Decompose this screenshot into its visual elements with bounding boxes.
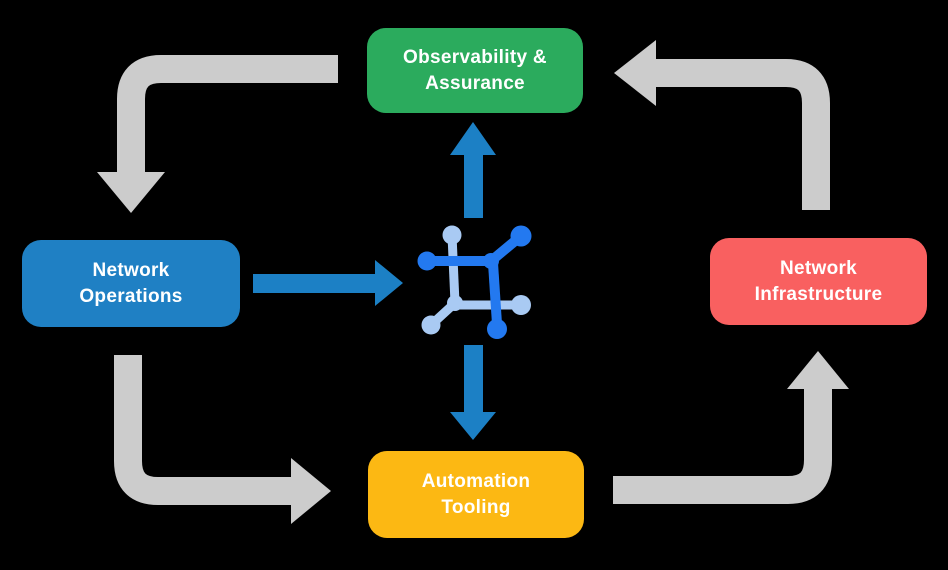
icon-node-light xyxy=(447,295,463,311)
node-network-operations: Network Operations xyxy=(22,240,240,327)
icon-node-dark xyxy=(417,251,437,271)
icon-edge-dark xyxy=(488,262,502,325)
flow-arrow-observability-to-operations xyxy=(97,55,338,213)
arrow-center-to-automation xyxy=(450,345,496,440)
node-automation-tooling: Automation Tooling xyxy=(368,451,584,538)
icon-node-light xyxy=(421,315,441,335)
icon-node-dark xyxy=(487,319,507,339)
flow-arrowhead-down xyxy=(97,172,165,213)
icon-node-light xyxy=(511,295,531,315)
node-label-line: Automation xyxy=(421,470,531,492)
node-observability-assurance: Observability & Assurance xyxy=(367,28,583,113)
icon-node-dark xyxy=(510,225,532,247)
icon-edge-light xyxy=(447,234,460,304)
flow-arrow-shaft xyxy=(613,389,832,504)
arrow-center-to-observability xyxy=(450,122,496,218)
node-label-line: Network xyxy=(779,257,858,279)
node-label-line: Tooling xyxy=(441,496,511,518)
flow-arrow-operations-to-automation xyxy=(114,355,331,524)
node-label-line: Observability & xyxy=(403,46,547,68)
node-label-line: Network xyxy=(92,259,170,281)
node-network-infrastructure: Network Infrastructure xyxy=(710,238,927,325)
flow-arrowhead-up xyxy=(787,351,849,389)
arrow-operations-to-center xyxy=(253,260,403,306)
network-mesh-icon xyxy=(417,225,532,339)
flow-arrowhead-right xyxy=(291,458,331,524)
node-label-line: Assurance xyxy=(425,72,525,94)
flow-arrowhead-left xyxy=(614,40,656,106)
icon-node-dark xyxy=(483,253,499,269)
flow-arrow-automation-to-infrastructure xyxy=(613,351,849,504)
flow-arrow-shaft xyxy=(114,355,291,505)
node-label-line: Operations xyxy=(79,285,183,307)
node-label-line: Infrastructure xyxy=(754,283,883,305)
flow-arrow-shaft xyxy=(656,59,830,210)
flow-arrow-infrastructure-to-observability xyxy=(614,40,830,210)
icon-node-light xyxy=(442,225,462,245)
flow-arrow-shaft xyxy=(117,55,338,172)
